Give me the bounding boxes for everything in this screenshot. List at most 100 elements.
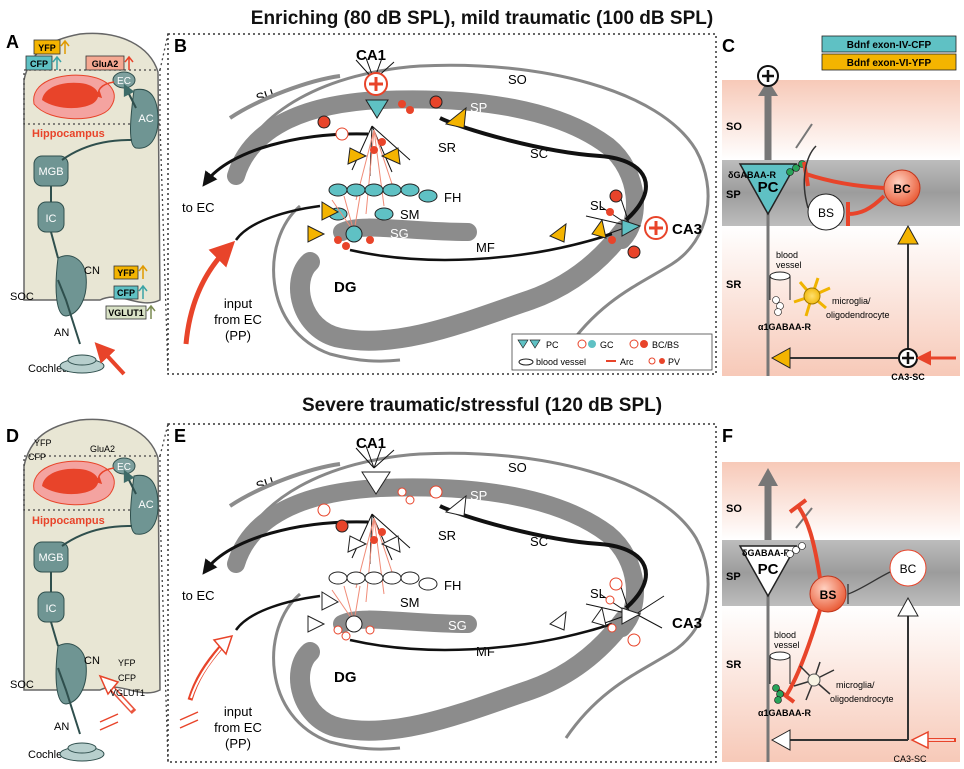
legend-b-pc-symbol	[517, 339, 541, 349]
plus-top-c	[762, 70, 774, 82]
ca1-bs-e-2	[429, 485, 443, 499]
sm-label-b: SM	[400, 207, 420, 222]
pc-soma-c	[738, 163, 798, 216]
blood-vessel-wall-c	[769, 276, 791, 300]
legend-b-box	[511, 333, 713, 371]
bc-node-f	[889, 549, 927, 587]
legend-b-bcbs-symbol-1	[629, 339, 639, 349]
ca1-pv-e-1	[335, 519, 349, 533]
ca1-label-e: CA1	[356, 435, 386, 452]
ca3-input-arrow-b-2	[591, 218, 607, 239]
to-ec-label-e: to EC	[182, 588, 215, 603]
sc-fiber-e	[439, 504, 648, 610]
dgaba-receptor-f-3	[798, 542, 806, 550]
bc-to-bs-inhibition-c	[846, 194, 886, 226]
dg-gc-b	[345, 225, 363, 243]
a1gaba-receptor-f-1	[772, 684, 780, 692]
sound-arrow-d-inner	[108, 684, 134, 712]
hippocampus-label-d: Hippocampus	[32, 515, 105, 527]
a1gaba-receptor-f-3	[774, 696, 782, 704]
marker-vglut1-a	[105, 305, 147, 320]
a1gaba-receptor-c-3	[774, 308, 782, 316]
panel-letter-a: A	[6, 32, 19, 52]
cochlea-d-2	[67, 742, 97, 754]
blood-vessel-f	[769, 651, 791, 661]
cn-label-a: CN	[84, 265, 100, 277]
sr-label-e: SR	[438, 528, 456, 543]
ca1-input-arrow-e-3	[380, 535, 401, 553]
ca1-input-arrow-e-2	[347, 535, 368, 553]
panel-d: D Hippocampus EC AC MGB IC CN SOC AN Coc…	[6, 418, 161, 762]
marker-vglut1-label-a: VGLUT1	[108, 308, 144, 318]
ca3-bs-e-3	[605, 595, 615, 605]
sc-arrow-bc-f	[897, 596, 919, 617]
ca-band-e	[227, 478, 644, 637]
legend-b-pc: PC	[546, 340, 559, 350]
mf-fiber-e	[349, 622, 613, 652]
vessel-label-c-1: blood	[776, 250, 798, 260]
sr-label-c: SR	[726, 279, 741, 291]
gc-b-5	[400, 183, 420, 197]
input-label-b-3: (PP)	[225, 328, 251, 343]
ca1-pv-b-3	[398, 100, 406, 108]
gc-b-6	[418, 189, 438, 203]
ca3-pv-b-2	[627, 245, 641, 259]
ca3-bs-e-1	[609, 577, 623, 591]
blood-vessel-wall-f	[769, 656, 791, 684]
legend-b-vessel-symbol	[518, 358, 534, 366]
sc-arrow-pc-c	[770, 347, 791, 369]
panel-e: E SO SP SR SC SU SG FH SM SL MF CA1 CA3 …	[167, 423, 717, 763]
panel-a: A Hippocampus EC AC MGB IC CN SOC AN Coc…	[6, 32, 161, 376]
ic-label-a: IC	[46, 213, 57, 225]
dg-lower-band-b	[290, 220, 634, 351]
ca3-pc-b	[621, 219, 642, 237]
auditory-pathway-d	[50, 474, 137, 735]
ca3-pc-e	[621, 607, 642, 625]
ca3-input-arrow-b-1	[549, 222, 567, 243]
panel-letter-c: C	[722, 36, 735, 56]
dg-input-arrow-b-1	[321, 201, 340, 221]
ac-label-d: AC	[138, 499, 153, 511]
pc-apical-tip-c	[758, 80, 778, 96]
hippocampus-core-a	[42, 82, 99, 109]
sr-label-b: SR	[438, 140, 456, 155]
legend-b-pv-symbol-2	[659, 358, 665, 364]
marker-cn-cfp-a	[113, 285, 139, 300]
so-label-c: SO	[726, 121, 742, 133]
dg-label-e: DG	[334, 669, 357, 686]
marker-glua2-label-a: GluA2	[92, 59, 119, 69]
dgaba-receptor-c-2	[792, 164, 800, 172]
zoom-lines-top	[159, 33, 169, 375]
so-label-b: SO	[508, 72, 527, 87]
a1gaba-label-f: α1GABAA-R	[758, 708, 812, 718]
ca1-pv-b-2	[429, 95, 443, 109]
pc-spine-c	[795, 123, 813, 149]
cn-node-d	[55, 643, 87, 705]
dg-pv-b-1	[334, 236, 342, 244]
pc-label-c: PC	[758, 179, 779, 196]
zoom-lines-bottom	[159, 423, 169, 763]
ca3-bs-e-2	[627, 633, 641, 647]
dg-lower-band-e	[290, 610, 634, 741]
ca3-bs-e-4	[607, 623, 617, 633]
sg-label-b: SG	[390, 226, 409, 241]
legend-b-gc-symbol-1	[577, 339, 587, 349]
dg-pv-b-2	[366, 236, 374, 244]
mf-label-b: MF	[476, 240, 495, 255]
hippocampus-label-a: Hippocampus	[32, 128, 105, 140]
dg-label-b: DG	[334, 279, 357, 296]
ca3-label-e: CA3	[672, 615, 702, 632]
title-top: Enriching (80 dB SPL), mild traumatic (1…	[251, 8, 713, 29]
legend-cfp-c	[821, 35, 957, 53]
bs-node-f	[809, 575, 847, 613]
legend-yfp-c	[821, 53, 957, 71]
dg-input-arrow-b-2	[307, 225, 326, 243]
panel-letter-b: B	[174, 36, 187, 56]
panel-letter-e: E	[174, 426, 186, 446]
ca1-label-b: CA1	[356, 47, 386, 64]
sg-label-e: SG	[448, 618, 467, 633]
ca1-pv-b-4	[406, 106, 414, 114]
dg-gc-e	[345, 615, 363, 633]
panel-b: B SO SP SR SC SU SG FH SM SL MF CA1 CA3 …	[167, 33, 717, 375]
